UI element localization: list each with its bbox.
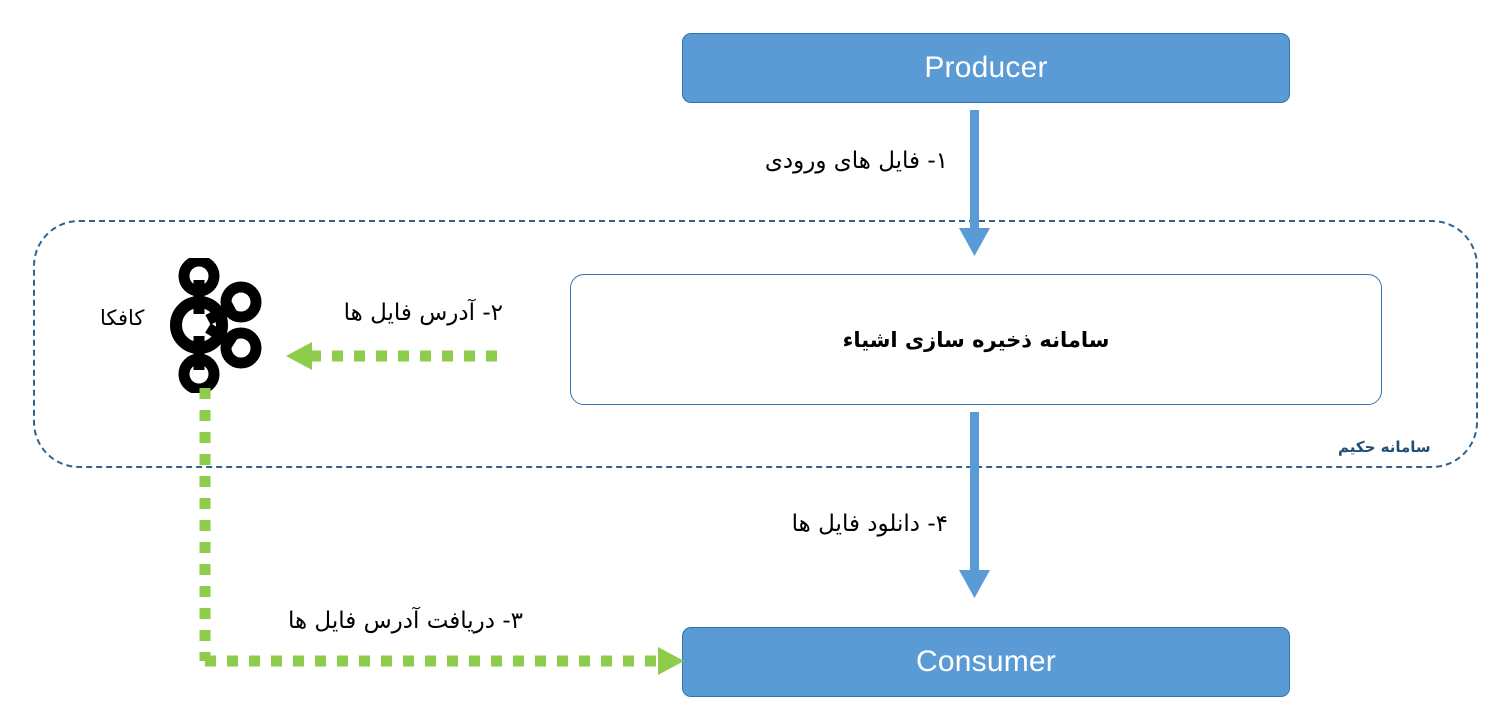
flow-label-4: ۴- دانلود فایل ها — [791, 511, 948, 537]
object-storage-node-label: سامانه ذخیره سازی اشیاء — [842, 327, 1110, 352]
producer-node[interactable]: Producer — [682, 33, 1290, 103]
hakim-system-region-label: سامانه حکیم — [1338, 438, 1431, 456]
flow-label-2: ۲- آدرس فایل ها — [343, 300, 503, 326]
flow-label-1: ۱- فایل های ورودی — [764, 148, 948, 174]
object-storage-node[interactable]: سامانه ذخیره سازی اشیاء — [570, 274, 1382, 405]
kafka-logo-icon — [170, 258, 262, 393]
consumer-node[interactable]: Consumer — [682, 627, 1290, 697]
producer-node-label: Producer — [924, 51, 1048, 84]
flow-label-3: ۳- دریافت آدرس فایل ها — [287, 608, 523, 634]
kafka-node[interactable]: کافکا — [100, 258, 262, 393]
consumer-node-label: Consumer — [916, 645, 1056, 678]
kafka-node-label: کافکا — [100, 306, 145, 330]
hakim-system-region — [33, 220, 1478, 468]
